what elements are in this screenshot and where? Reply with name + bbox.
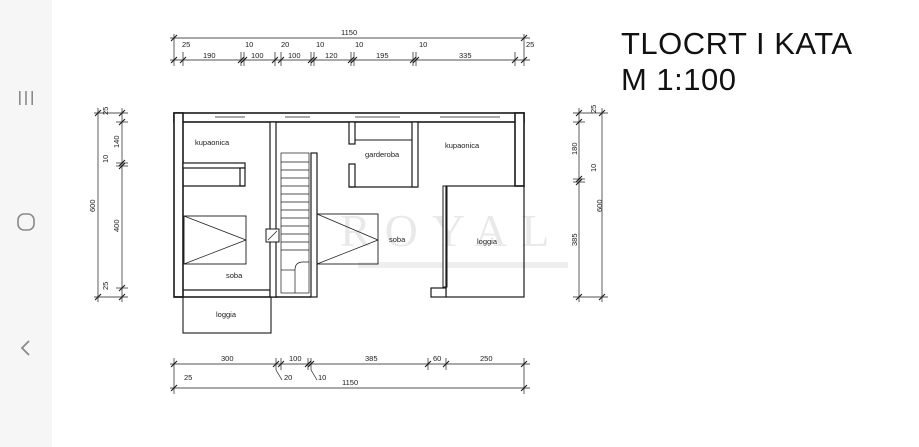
dim-right-1: 25 bbox=[589, 105, 598, 113]
dim-top-9: 10 bbox=[355, 40, 363, 49]
dim-bottom-total: 1150 bbox=[342, 378, 358, 387]
dim-top-10: 195 bbox=[376, 51, 389, 60]
dim-bottom-small-2: 20 bbox=[284, 373, 292, 382]
dim-bottom-2: 100 bbox=[289, 354, 302, 363]
floor-plan bbox=[173, 112, 525, 334]
dim-top-2: 190 bbox=[203, 51, 216, 60]
room-label-loggia-right: loggia bbox=[477, 237, 498, 246]
dim-left-2: 140 bbox=[112, 135, 121, 148]
dim-left-5: 25 bbox=[101, 282, 110, 290]
dim-left-3: 10 bbox=[101, 155, 110, 163]
back-icon[interactable] bbox=[0, 326, 52, 370]
dim-left-1: 25 bbox=[101, 107, 110, 115]
dim-top-3: 10 bbox=[245, 40, 253, 49]
plan-scale: M 1:100 bbox=[621, 62, 737, 97]
dim-top-11: 10 bbox=[419, 40, 427, 49]
dim-bottom-5: 250 bbox=[480, 354, 493, 363]
dim-right-3: 10 bbox=[589, 164, 598, 172]
dim-top-6: 100 bbox=[288, 51, 301, 60]
dim-right-4: 385 bbox=[570, 233, 579, 246]
dim-top-total: 1150 bbox=[341, 28, 357, 37]
dim-top-8: 120 bbox=[325, 51, 338, 60]
plan-title: TLOCRT I KATA bbox=[621, 26, 853, 61]
room-label-wardrobe: garderoba bbox=[365, 150, 400, 159]
watermark-text: ROYAL bbox=[340, 205, 563, 256]
dim-top-4: 100 bbox=[251, 51, 264, 60]
navigation-bar bbox=[0, 0, 52, 447]
dim-bottom-4: 60 bbox=[433, 354, 441, 363]
room-label-room-left: soba bbox=[226, 271, 243, 280]
dim-right-2: 180 bbox=[570, 142, 579, 155]
home-icon[interactable] bbox=[0, 200, 52, 244]
dim-top-7: 10 bbox=[316, 40, 324, 49]
room-label-bathroom-left: kupaonica bbox=[195, 138, 230, 147]
dimension-top bbox=[170, 34, 530, 66]
dim-bottom-3: 385 bbox=[365, 354, 378, 363]
recents-icon[interactable] bbox=[0, 76, 52, 120]
dimension-bottom bbox=[170, 358, 530, 394]
dim-left-total: 600 bbox=[88, 199, 97, 212]
dim-left-4: 400 bbox=[112, 219, 121, 232]
watermark-bar bbox=[358, 262, 568, 268]
dim-bottom-1: 300 bbox=[221, 354, 234, 363]
dim-top-13: 25 bbox=[526, 40, 534, 49]
dim-top-1: 25 bbox=[182, 40, 190, 49]
dim-right-total: 600 bbox=[595, 199, 604, 212]
room-label-room-center: soba bbox=[389, 235, 406, 244]
dimension-right bbox=[573, 108, 608, 302]
dim-top-12: 335 bbox=[459, 51, 472, 60]
dim-top-5: 20 bbox=[281, 40, 289, 49]
room-label-bathroom-right: kupaonica bbox=[445, 141, 480, 150]
room-label-loggia-bottom: loggia bbox=[216, 310, 237, 319]
dim-bottom-small-3: 10 bbox=[318, 373, 326, 382]
dim-bottom-small-1: 25 bbox=[184, 373, 192, 382]
dimension-left bbox=[94, 108, 128, 302]
